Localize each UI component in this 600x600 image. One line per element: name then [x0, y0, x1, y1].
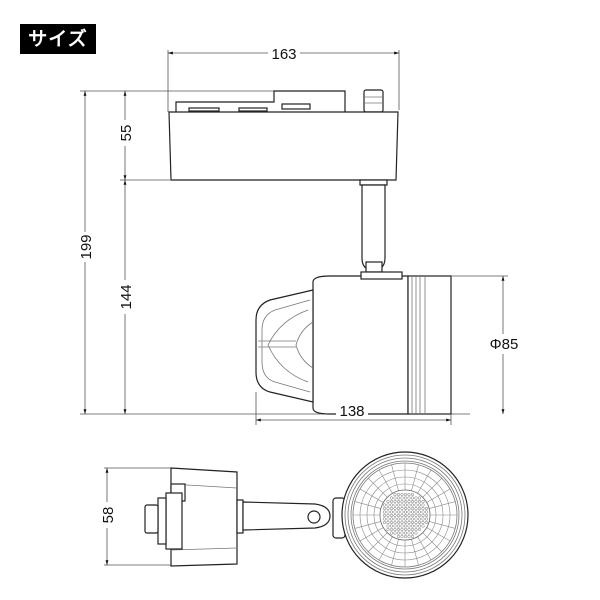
- dimension-label-58: 58: [100, 507, 117, 524]
- dimension-label-199: 199: [78, 234, 95, 259]
- dimension-label-phi85: Φ85: [490, 336, 519, 353]
- track-adapter-side: [168, 89, 399, 273]
- dimension-depth-58: 58: [98, 467, 171, 566]
- size-title-label: サイズ: [20, 24, 96, 54]
- dimension-label-138: 138: [339, 403, 364, 420]
- dimension-length-138: 138: [255, 392, 452, 425]
- dimension-label-163: 163: [271, 46, 296, 63]
- dimension-width-163: 163: [167, 44, 400, 112]
- dimension-diameter-85: Φ85: [451, 275, 522, 414]
- lamp-head-side: [255, 271, 452, 415]
- track-adapter-bottom: [144, 467, 346, 567]
- lamp-head-front: [341, 451, 469, 579]
- dimension-label-55: 55: [118, 125, 135, 142]
- dimension-label-144: 144: [118, 284, 135, 309]
